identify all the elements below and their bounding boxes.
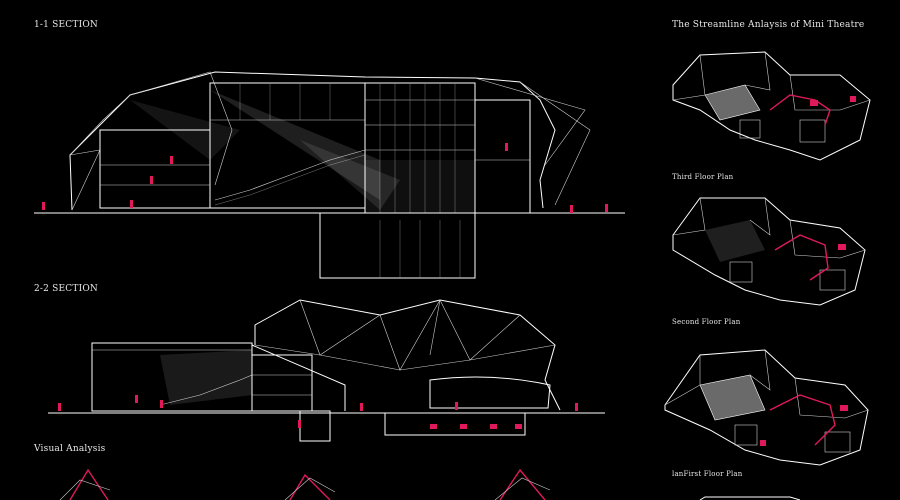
axon-fourth-cropped xyxy=(699,496,801,500)
section-2-drawing xyxy=(48,299,605,442)
visual-analysis-title: Visual Analysis xyxy=(34,444,106,454)
section-1-title: 1-1 SECTION xyxy=(34,20,98,30)
plan-label-third: Third Floor Plan xyxy=(672,173,734,181)
axon-second-floor xyxy=(672,197,866,306)
section-2-title: 2-2 SECTION xyxy=(34,284,98,294)
visual-analysis-drawings xyxy=(59,468,551,500)
streamline-title: The Streamline Anlaysis of Mini Theatre xyxy=(672,20,865,30)
plan-label-second: Second Floor Plan xyxy=(672,318,741,326)
section-1-drawing xyxy=(34,71,625,279)
axon-third-floor xyxy=(672,51,871,161)
axon-first-floor xyxy=(664,349,869,466)
plan-label-first: lanFirst Floor Plan xyxy=(672,470,743,478)
